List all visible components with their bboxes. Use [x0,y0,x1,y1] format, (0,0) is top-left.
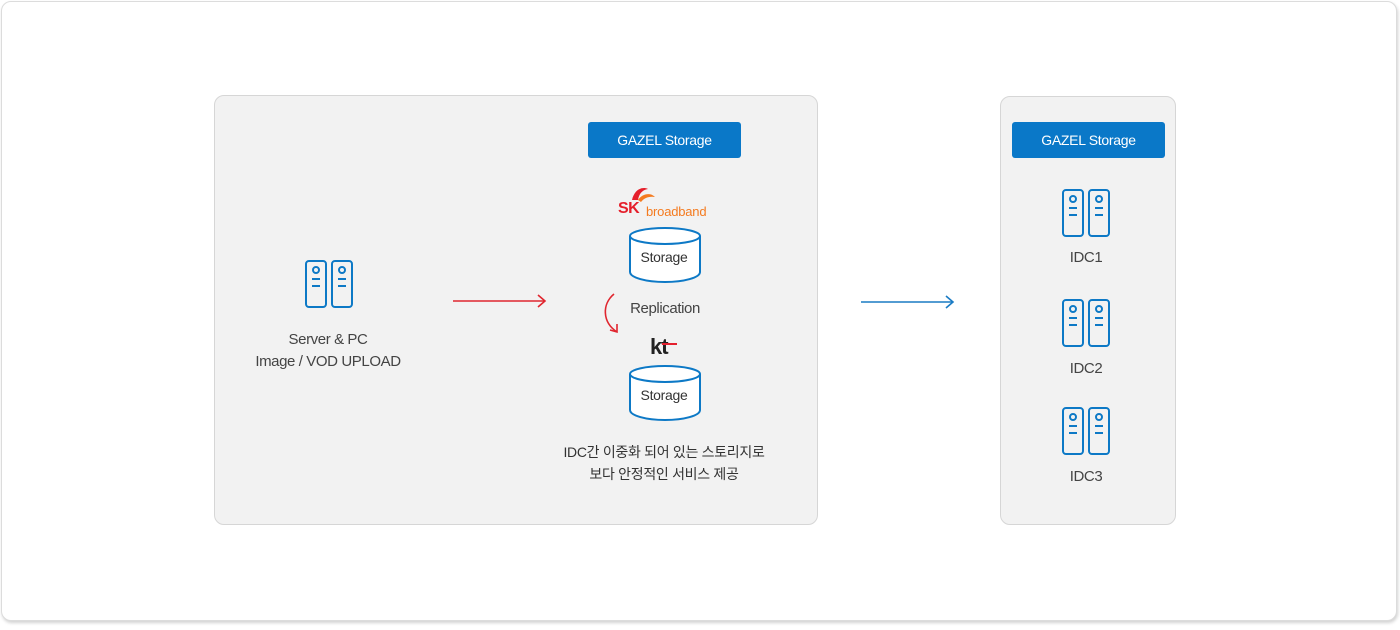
kt-logo-text: kt [650,334,669,359]
upload-replication-panel [214,95,818,525]
kt-logo: kt [648,334,684,360]
database-cylinder-icon [629,227,701,283]
storage-label-sk: Storage [640,249,688,265]
server-icon [305,260,353,308]
idc1-label: IDC1 [1069,249,1103,266]
idc2-label: IDC2 [1069,360,1103,377]
server-icon [1062,189,1110,237]
idc3-label: IDC3 [1069,468,1103,485]
server-icon [1062,299,1110,347]
kt-logo-stroke [662,343,677,345]
storage-label-kt: Storage [640,387,688,403]
redundancy-note-line2: 보다 안정적인 서비스 제공 [589,466,739,482]
curved-arrow-down-icon [604,293,618,334]
sk-broadband-logo: SK broadband [618,186,718,220]
replication-label: Replication [630,300,700,317]
sk-butterfly-icon [632,188,655,202]
source-label-line1: Server & PC [288,331,368,348]
server-icon [1062,407,1110,455]
database-cylinder-icon [629,365,701,421]
broadband-logo-text: broadband [646,204,707,219]
source-label-line2: Image / VOD UPLOAD [255,353,401,370]
sk-logo-text: SK [618,200,640,217]
arrow-right-icon [861,295,955,309]
arrow-right-icon [453,294,547,308]
gazel-storage-badge-right: GAZEL Storage [1012,122,1165,158]
redundancy-note-line1: IDC간 이중화 되어 있는 스토리지로 [563,444,765,460]
gazel-storage-badge-left: GAZEL Storage [588,122,741,158]
